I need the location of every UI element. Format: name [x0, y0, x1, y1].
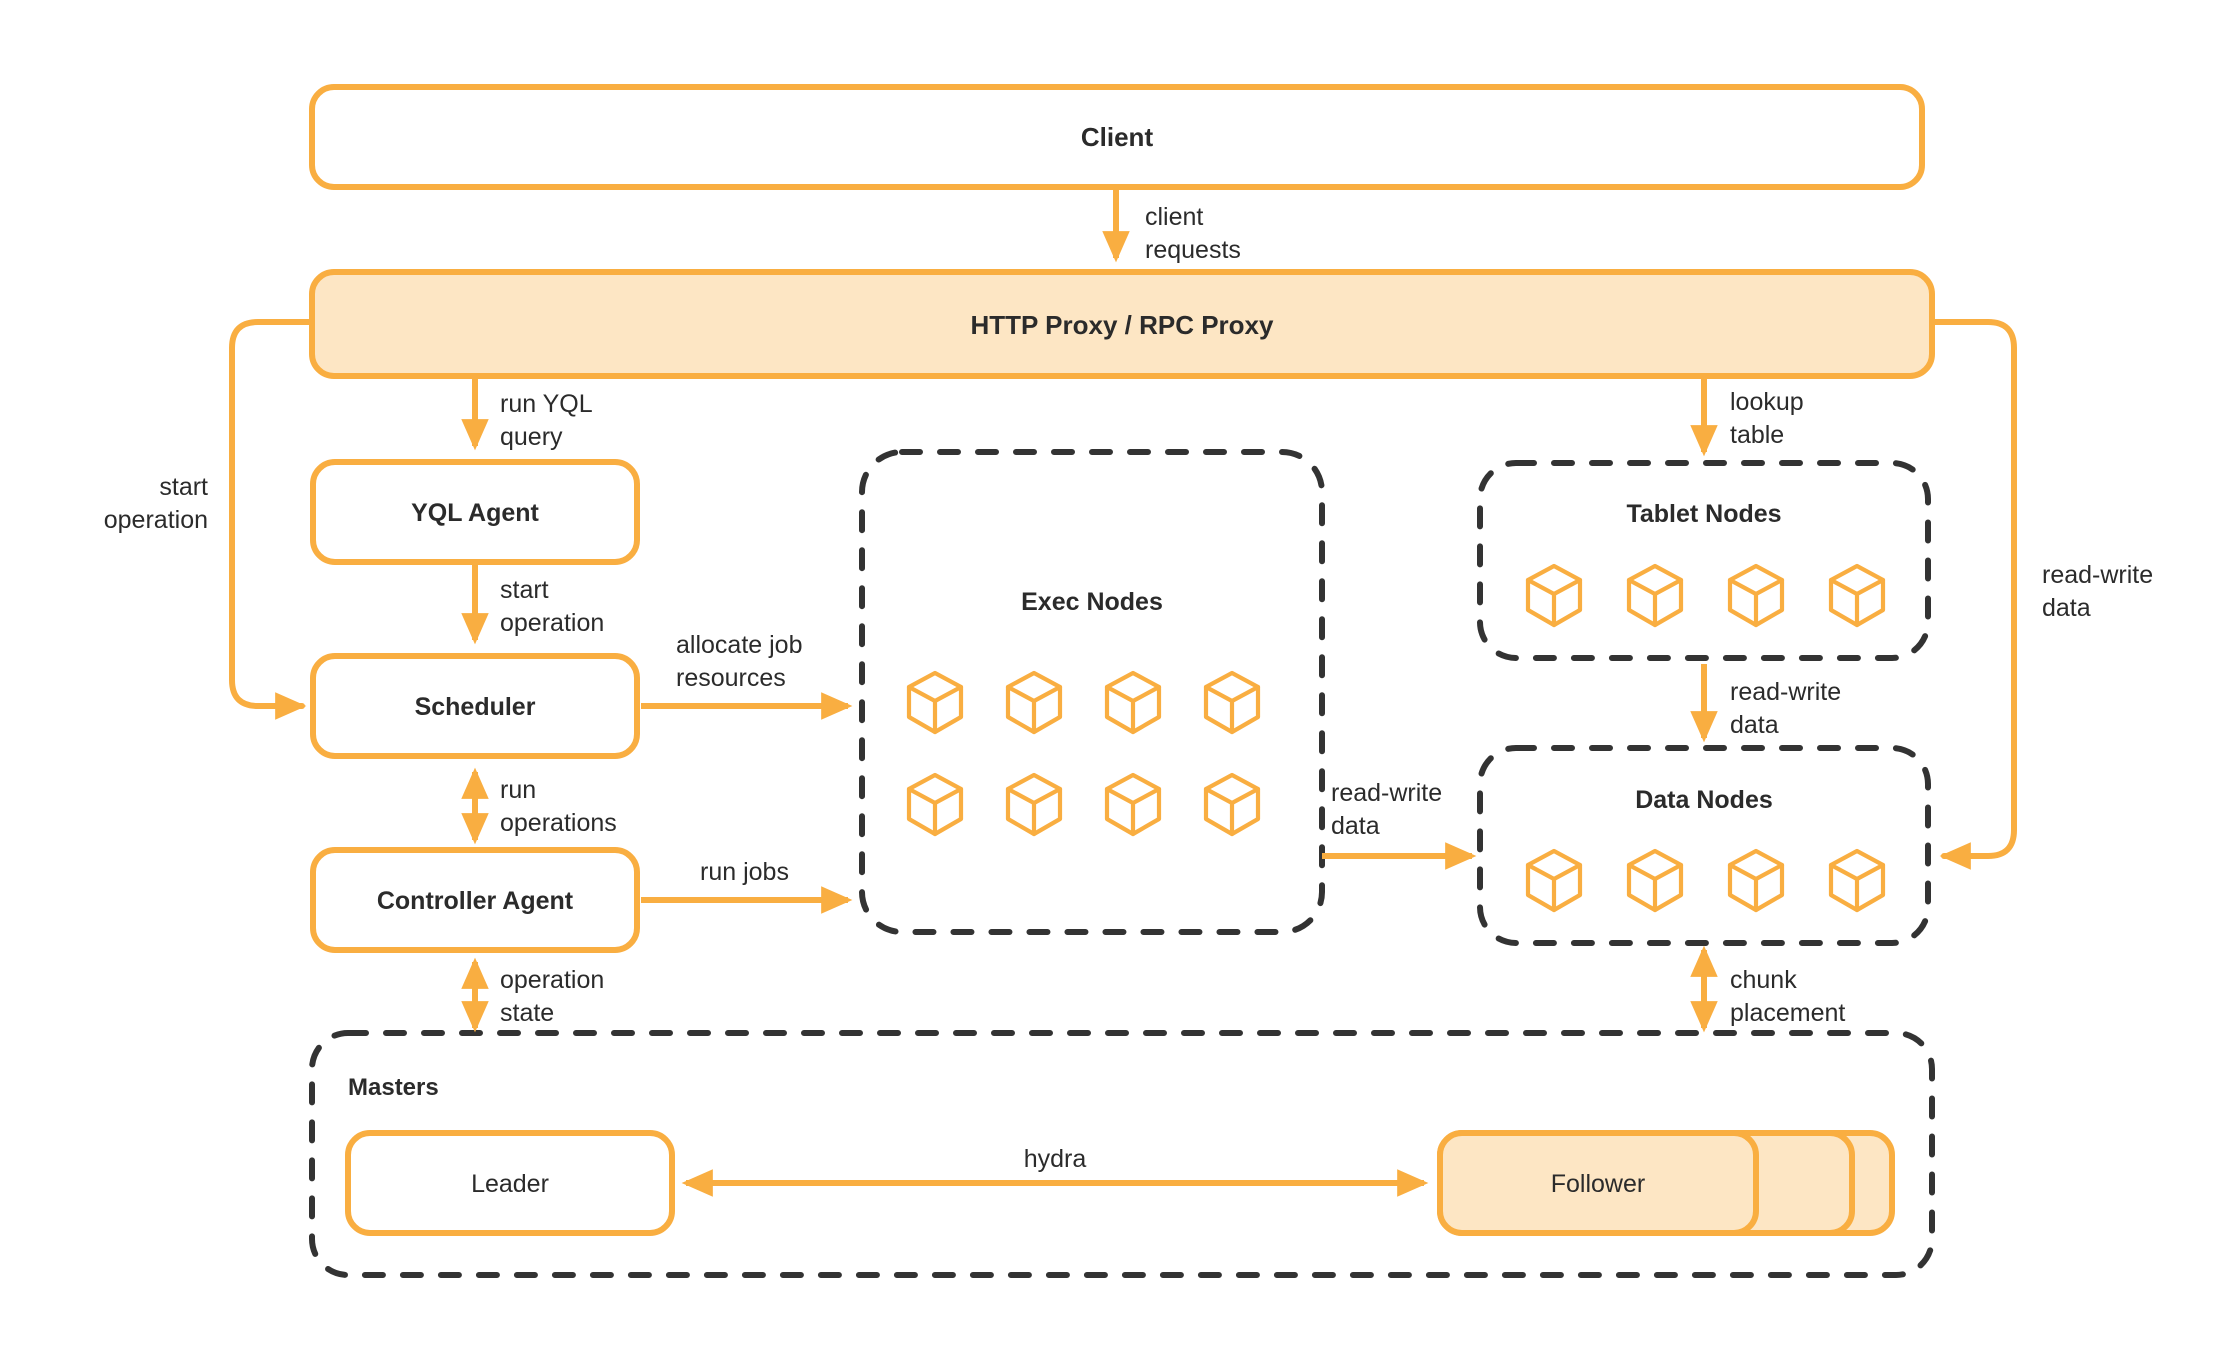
edge-label-line-2: operations	[500, 809, 617, 837]
controller-agent-label: Controller Agent	[377, 887, 574, 915]
edge-label-line-1: hydra	[1024, 1145, 1087, 1173]
edge-label-line-2: query	[500, 423, 563, 451]
cube-icon	[1206, 673, 1258, 732]
cube-icon	[1831, 566, 1883, 625]
edge-yql-agent-to-scheduler: start operation	[461, 562, 604, 645]
edge-controller-agent-to-masters: operation state	[461, 957, 604, 1033]
node-client[interactable]: Client	[309, 84, 1925, 190]
tablet-nodes-boundary	[1477, 460, 1931, 661]
edge-proxy-to-yql-agent: run YQL query	[461, 376, 593, 451]
masters-boundary	[309, 1030, 1935, 1278]
tablet-nodes-title: Tablet Nodes	[1626, 500, 1781, 528]
edge-exec-nodes-to-data-nodes: read-write data	[1322, 779, 1477, 870]
edge-proxy-to-scheduler: start operation	[104, 319, 315, 720]
controller-agent-box[interactable]	[310, 847, 640, 953]
edge-label-line-1: allocate job	[676, 631, 802, 659]
cube-icon	[1730, 851, 1782, 910]
edge-label-line-1: run	[500, 776, 536, 804]
node-controller-agent[interactable]: Controller Agent	[310, 847, 640, 953]
proxy-label: HTTP Proxy / RPC Proxy	[971, 310, 1274, 340]
cube-icon	[1629, 566, 1681, 625]
cube-icon	[909, 775, 961, 834]
edge-label-line-2: data	[1331, 812, 1380, 840]
exec-nodes-boundary	[859, 449, 1325, 935]
tablet-nodes-cube-grid	[1528, 566, 1883, 625]
edge-label-line-1: read-write	[2042, 561, 2153, 589]
node-yql-agent[interactable]: YQL Agent	[310, 459, 640, 565]
proxy-box[interactable]	[309, 269, 1935, 379]
leader-label: Leader	[471, 1170, 549, 1198]
cube-icon	[1107, 775, 1159, 834]
edge-label-line-1: run jobs	[700, 858, 789, 886]
edge-proxy-to-tablet-nodes: lookup table	[1690, 376, 1804, 457]
data-nodes-boundary	[1477, 745, 1931, 946]
exec-nodes-cube-grid	[909, 673, 1258, 834]
cube-icon	[1528, 851, 1580, 910]
edge-label-line-1: read-write	[1730, 678, 1841, 706]
node-http-rpc-proxy[interactable]: HTTP Proxy / RPC Proxy	[309, 269, 1935, 379]
cluster-exec-nodes: Exec Nodes	[859, 449, 1325, 935]
edge-line	[1929, 319, 2017, 870]
cluster-tablet-nodes: Tablet Nodes	[1477, 460, 1931, 661]
edge-label-line-2: operation	[104, 506, 208, 534]
scheduler-label: Scheduler	[415, 693, 536, 721]
edge-data-nodes-to-masters: chunk placement	[1690, 945, 1845, 1033]
cube-icon	[909, 673, 961, 732]
cube-icon	[1528, 566, 1580, 625]
edge-label-line-2: resources	[676, 664, 786, 692]
edge-proxy-to-data-nodes: read-write data	[1929, 319, 2153, 870]
edge-label-line-2: data	[2042, 594, 2091, 622]
edge-label-line-1: read-write	[1331, 779, 1442, 807]
edge-tablet-nodes-to-data-nodes: read-write data	[1690, 664, 1841, 743]
edge-label-line-1: run YQL	[500, 390, 593, 418]
edge-client-to-proxy: client requests	[1102, 190, 1241, 264]
edge-controller-agent-to-exec-nodes: run jobs	[641, 858, 853, 914]
edge-label-line-2: table	[1730, 421, 1784, 449]
leader-box[interactable]	[345, 1130, 675, 1236]
scheduler-box[interactable]	[310, 653, 640, 759]
edge-leader-follower-hydra: hydra	[681, 1145, 1429, 1197]
node-leader[interactable]: Leader	[345, 1130, 675, 1236]
cube-icon	[1008, 673, 1060, 732]
edge-line	[229, 319, 315, 720]
edge-label-line-2: data	[1730, 711, 1779, 739]
edge-label-line-1: chunk	[1730, 966, 1797, 994]
follower-label: Follower	[1551, 1170, 1645, 1198]
edge-label-line-1: lookup	[1730, 388, 1804, 416]
cube-icon	[1831, 851, 1883, 910]
cube-icon	[1107, 673, 1159, 732]
edge-label-line-1: client	[1145, 203, 1203, 231]
client-label: Client	[1081, 122, 1154, 152]
edge-label-line-1: start	[500, 576, 549, 604]
edge-scheduler-controller-agent: run operations	[461, 767, 617, 845]
cube-icon	[1730, 566, 1782, 625]
cube-icon	[1206, 775, 1258, 834]
cube-icon	[1629, 851, 1681, 910]
masters-title: Masters	[348, 1074, 439, 1101]
edge-label-line-1: operation	[500, 966, 604, 994]
edge-label-line-2: placement	[1730, 999, 1845, 1027]
node-follower[interactable]: Follower	[1437, 1130, 1895, 1236]
edge-label-line-1: start	[159, 473, 208, 501]
edge-scheduler-to-exec-nodes: allocate job resources	[641, 631, 853, 720]
client-box[interactable]	[309, 84, 1925, 190]
edge-label-line-2: operation	[500, 609, 604, 637]
edge-label-line-2: state	[500, 999, 554, 1027]
data-nodes-title: Data Nodes	[1635, 786, 1773, 814]
exec-nodes-title: Exec Nodes	[1021, 588, 1163, 616]
cluster-masters: Masters	[309, 1030, 1935, 1278]
follower-stack-layer-1[interactable]	[1437, 1130, 1759, 1236]
cluster-data-nodes: Data Nodes	[1477, 745, 1931, 946]
cube-icon	[1008, 775, 1060, 834]
yql-agent-label: YQL Agent	[411, 499, 539, 527]
edge-label-line-2: requests	[1145, 236, 1241, 264]
data-nodes-cube-grid	[1528, 851, 1883, 910]
yql-agent-box[interactable]	[310, 459, 640, 565]
node-scheduler[interactable]: Scheduler	[310, 653, 640, 759]
